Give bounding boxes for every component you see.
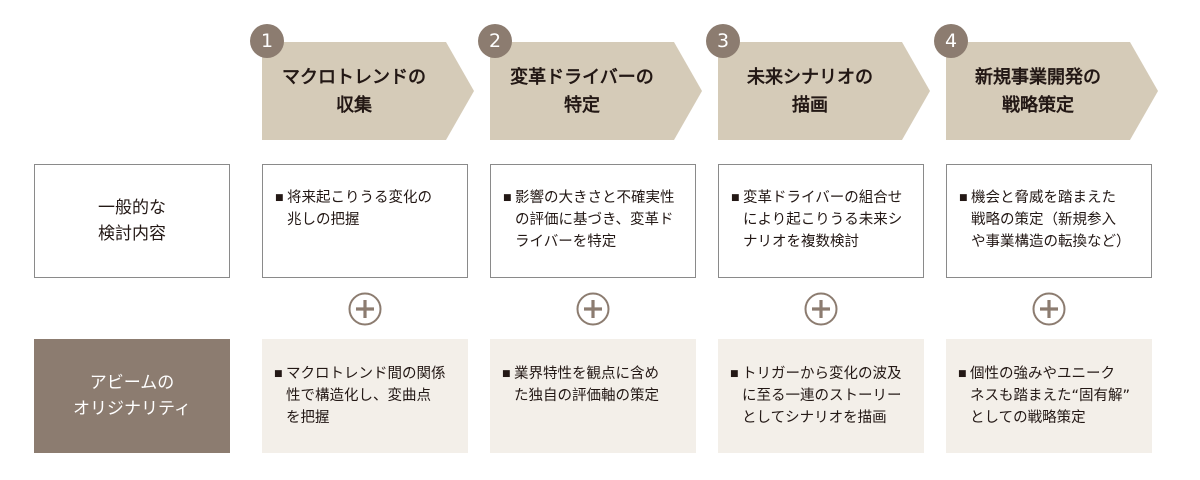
- step-3: 未来シナリオの 描画 3: [706, 24, 930, 140]
- cell-text-line: ライバーを特定: [515, 234, 617, 250]
- step-title: 新規事業開発の 戦略策定: [946, 60, 1130, 124]
- cell-text-line: トリガーから変化の波及: [742, 366, 902, 382]
- step-title: 未来シナリオの 描画: [718, 60, 902, 124]
- cell-text-line: マクロトレンド間の関係: [286, 366, 446, 382]
- cell-text-line: た独自の評価軸の策定: [514, 388, 659, 404]
- cell-text-line: により起こりうる未来シ: [743, 212, 903, 228]
- step-title-line: 新規事業開発の: [975, 67, 1101, 88]
- originality-cell-2: ■ 業界特性を観点に含め た独自の評価軸の策定: [490, 339, 696, 453]
- bullet-square-icon: ■: [503, 193, 512, 203]
- cell-text-line: の評価に基づき、変革ド: [515, 212, 674, 228]
- bullet-item: ■ 変革ドライバーの組合せ により起こりうる未来シ ナリオを複数検討: [731, 187, 913, 253]
- general-cell-3: ■ 変革ドライバーの組合せ により起こりうる未来シ ナリオを複数検討: [718, 164, 924, 278]
- step-arrow-shape: [490, 42, 702, 140]
- step-title: マクロトレンドの 収集: [262, 60, 446, 124]
- step-title-line: 特定: [564, 95, 600, 116]
- cell-text-line: ナリオを複数検討: [743, 234, 859, 250]
- bullet-square-icon: ■: [731, 193, 740, 203]
- row-label-originality: アビームの オリジナリティ: [34, 339, 230, 453]
- step-title-line: 戦略策定: [1002, 95, 1074, 116]
- cell-text-line: 変革ドライバーの組合せ: [743, 190, 903, 206]
- row-label-line: 一般的な: [98, 198, 166, 218]
- row-label-line: オリジナリティ: [73, 399, 191, 419]
- bullet-item: ■ 影響の大きさと不確実性 の評価に基づき、変革ド ライバーを特定: [503, 187, 685, 253]
- cell-text-line: や事業構造の転換など）: [971, 234, 1131, 250]
- row-label-general: 一般的な 検討内容: [34, 164, 230, 278]
- general-cell-1: ■ 将来起こりうる変化の 兆しの把握: [262, 164, 468, 278]
- step-number-badge: 1: [250, 24, 284, 58]
- bullet-square-icon: ■: [275, 193, 284, 203]
- originality-cell-1: ■ マクロトレンド間の関係 性で構造化し、変曲点 を把握: [262, 339, 468, 453]
- bullet-square-icon: ■: [502, 369, 511, 379]
- step-title-line: 未来シナリオの: [747, 67, 873, 88]
- step-title-line: 変革ドライバーの: [510, 67, 654, 88]
- step-number-badge: 2: [478, 24, 512, 58]
- originality-cell-3: ■ トリガーから変化の波及 に至る一連のストーリー としてシナリオを描画: [718, 339, 924, 453]
- originality-cell-4: ■ 個性の強みやユニーク ネスも踏まえた“固有解” としての戦略策定: [946, 339, 1152, 453]
- step-2: 変革ドライバーの 特定 2: [478, 24, 702, 140]
- step-arrow-shape: [718, 42, 930, 140]
- bullet-square-icon: ■: [274, 369, 283, 379]
- step-arrow-shape: [262, 42, 474, 140]
- plus-icon: [576, 292, 610, 326]
- bullet-item: ■ 機会と脅威を踏まえた 戦略の策定（新規参入 や事業構造の転換など）: [959, 187, 1141, 253]
- step-title-line: 描画: [792, 95, 828, 116]
- cell-text-line: ネスも踏まえた“固有解”: [970, 388, 1131, 404]
- cell-text-line: 戦略の策定（新規参入: [971, 212, 1116, 228]
- cell-text-line: 個性の強みやユニーク: [970, 366, 1115, 382]
- step-number-badge: 3: [706, 24, 740, 58]
- cell-text-line: に至る一連のストーリー: [742, 388, 902, 404]
- cell-text-line: 機会と脅威を踏まえた: [971, 190, 1116, 206]
- bullet-item: ■ 業界特性を観点に含め た独自の評価軸の策定: [502, 363, 686, 407]
- cell-text-line: 影響の大きさと不確実性: [515, 190, 675, 206]
- step-arrow-shape: [946, 42, 1158, 140]
- cell-text-line: を把握: [286, 410, 330, 426]
- step-1: マクロトレンドの 収集 1: [250, 24, 474, 140]
- row-label-line: 検討内容: [98, 224, 166, 244]
- bullet-square-icon: ■: [958, 369, 967, 379]
- bullet-square-icon: ■: [959, 193, 968, 203]
- plus-icon: [1032, 292, 1066, 326]
- cell-text-line: 業界特性を観点に含め: [514, 366, 659, 382]
- bullet-item: ■ 将来起こりうる変化の 兆しの把握: [275, 187, 457, 231]
- general-cell-2: ■ 影響の大きさと不確実性 の評価に基づき、変革ド ライバーを特定: [490, 164, 696, 278]
- plus-icon: [348, 292, 382, 326]
- cell-text-line: としてシナリオを描画: [742, 410, 887, 426]
- bullet-square-icon: ■: [730, 369, 739, 379]
- bullet-item: ■ 個性の強みやユニーク ネスも踏まえた“固有解” としての戦略策定: [958, 363, 1142, 429]
- step-4: 新規事業開発の 戦略策定 4: [934, 24, 1158, 140]
- bullet-item: ■ トリガーから変化の波及 に至る一連のストーリー としてシナリオを描画: [730, 363, 914, 429]
- step-title-line: マクロトレンドの: [282, 67, 426, 88]
- general-cell-4: ■ 機会と脅威を踏まえた 戦略の策定（新規参入 や事業構造の転換など）: [946, 164, 1152, 278]
- step-number-badge: 4: [934, 24, 968, 58]
- row-label-line: アビームの: [89, 373, 175, 393]
- cell-text-line: としての戦略策定: [970, 410, 1086, 426]
- plus-icon: [804, 292, 838, 326]
- cell-text-line: 将来起こりうる変化の: [287, 190, 432, 206]
- cell-text-line: 性で構造化し、変曲点: [286, 388, 431, 404]
- bullet-item: ■ マクロトレンド間の関係 性で構造化し、変曲点 を把握: [274, 363, 458, 429]
- step-title-line: 収集: [336, 95, 372, 116]
- step-title: 変革ドライバーの 特定: [490, 60, 674, 124]
- cell-text-line: 兆しの把握: [287, 212, 360, 228]
